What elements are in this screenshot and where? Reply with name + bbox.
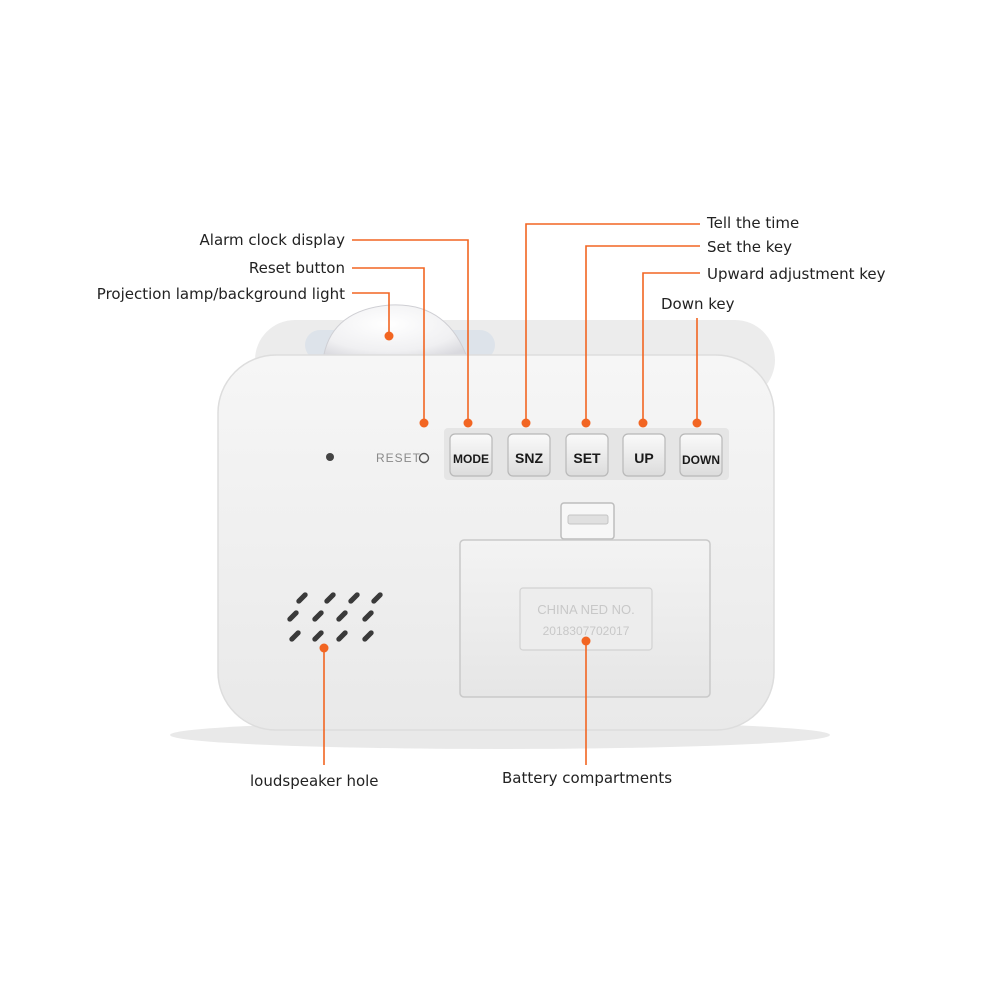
label-reset-button: Reset button	[248, 259, 345, 277]
label-battery: Battery compartments	[502, 769, 673, 787]
callout-projection	[352, 292, 390, 335]
button-mode[interactable]: MODE	[449, 433, 493, 477]
reset-text: RESET	[376, 451, 421, 465]
callout-reset	[352, 267, 425, 422]
speaker-grille	[287, 592, 383, 642]
callout-tell-time	[525, 223, 700, 422]
svg-text:CHINA NED NO.: CHINA NED NO.	[537, 602, 635, 617]
svg-text:SNZ: SNZ	[515, 450, 543, 466]
button-down[interactable]: DOWN	[679, 433, 723, 477]
label-tell-time: Tell the time	[707, 214, 800, 232]
projection-dome	[322, 304, 469, 361]
label-upward-key: Upward adjustment key	[707, 265, 886, 283]
label-loudspeaker: loudspeaker hole	[250, 772, 379, 790]
label-alarm-display: Alarm clock display	[199, 231, 345, 249]
button-set[interactable]: SET	[565, 433, 609, 477]
button-up[interactable]: UP	[622, 433, 666, 477]
label-projection-lamp: Projection lamp/background light	[96, 285, 345, 303]
svg-text:2018307702017: 2018307702017	[543, 624, 630, 638]
callout-up	[642, 272, 700, 422]
svg-text:DOWN: DOWN	[682, 453, 720, 467]
callout-set	[585, 245, 700, 422]
svg-text:UP: UP	[634, 450, 653, 466]
svg-text:SET: SET	[573, 450, 601, 466]
reset-hole	[418, 452, 430, 464]
svg-text:MODE: MODE	[453, 452, 489, 466]
button-snz[interactable]: SNZ	[507, 433, 551, 477]
callout-alarm-display	[352, 239, 469, 422]
label-down-key: Down key	[661, 295, 735, 313]
label-set-key: Set the key	[707, 238, 793, 256]
indicator-dot	[326, 453, 334, 461]
